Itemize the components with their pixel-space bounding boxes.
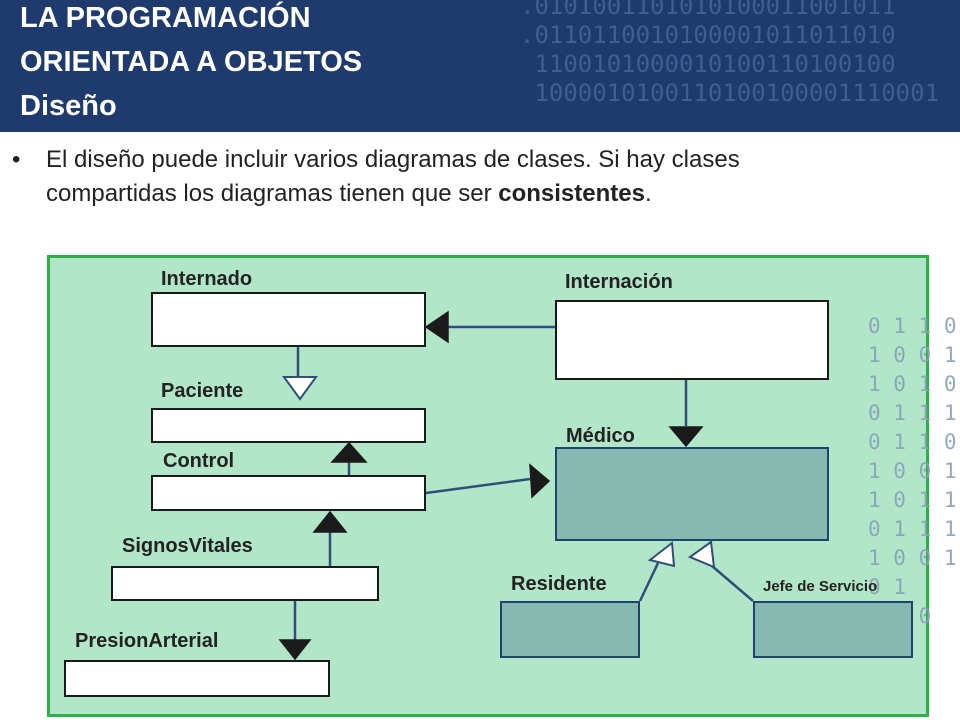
inheritance-arrow-jefe xyxy=(687,540,716,569)
label-control: Control xyxy=(163,450,235,472)
label-medico: Médico xyxy=(566,425,635,447)
label-residente: Residente xyxy=(511,573,607,595)
label-paciente: Paciente xyxy=(161,380,244,402)
arrowhead-internado xyxy=(424,310,449,344)
arrowhead-paciente xyxy=(330,441,368,463)
arrowhead-medico-control xyxy=(529,463,551,499)
class-box-internado xyxy=(151,292,426,347)
class-box-presion-arterial xyxy=(64,660,330,697)
connector-control-medico xyxy=(425,477,531,495)
bullet-marker: • xyxy=(12,146,21,173)
arrowhead-presion-arterial xyxy=(278,639,312,661)
bullet-text-part-2: . xyxy=(644,180,652,207)
bullet-bold-word: consistentes xyxy=(498,180,645,207)
slide-header: .0101001101010100011001011 .011011001010… xyxy=(0,0,960,132)
label-internado: Internado xyxy=(161,268,253,290)
class-box-medico xyxy=(555,447,829,541)
class-box-internacion xyxy=(555,300,829,380)
bullet-text-part-1: El diseño puede incluir varios diagramas… xyxy=(46,146,740,207)
title-line-2: ORIENTADA A OBJETOS xyxy=(20,46,363,78)
class-box-jefe-de-servicio xyxy=(753,601,913,658)
label-internacion: Internación xyxy=(565,271,673,293)
title-line-1: LA PROGRAMACIÓN xyxy=(20,2,311,34)
arrowhead-control xyxy=(312,510,348,533)
class-box-control xyxy=(151,475,426,511)
inheritance-arrow-residente xyxy=(647,541,676,568)
label-presion-arterial: PresionArterial xyxy=(75,630,219,652)
side-binary-decoration: 0 1 1 0 1 0 0 1 1 0 1 0 0 1 1 1 0 0 1 1 … xyxy=(868,314,957,657)
class-box-paciente xyxy=(151,408,426,443)
label-signos-vitales: SignosVitales xyxy=(122,535,253,557)
connector-residente-medico xyxy=(638,562,660,602)
inheritance-arrow-paciente xyxy=(282,376,318,401)
class-box-residente xyxy=(500,601,640,658)
label-jefe-de-servicio: Jefe de Servicio xyxy=(763,578,878,595)
bullet-paragraph: El diseño puede incluir varios diagramas… xyxy=(46,143,876,211)
class-box-signos-vitales xyxy=(111,566,379,601)
arrowhead-medico xyxy=(668,426,704,448)
binary-decoration: .0101001101010100011001011 .011011001010… xyxy=(520,0,940,107)
title-line-3: Diseño xyxy=(20,90,117,122)
